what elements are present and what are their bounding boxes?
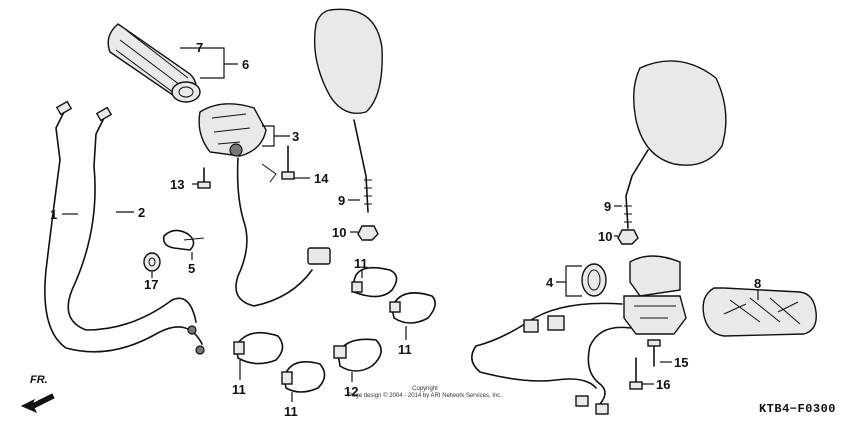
- screw-14: [281, 145, 295, 180]
- wire-clamp-e: [333, 338, 382, 372]
- callout-11-c: 11: [232, 382, 246, 397]
- callout-11-a: 11: [354, 256, 368, 271]
- callout-11-b: 11: [398, 342, 412, 357]
- callout-8: 8: [754, 276, 761, 291]
- throttle-cables: [44, 100, 205, 355]
- grommet: [143, 252, 161, 272]
- callout-13: 13: [170, 177, 184, 192]
- wire-clamp-d: [281, 361, 326, 393]
- callout-16: 16: [656, 377, 670, 392]
- right-mirror: [624, 60, 727, 229]
- screw-13: [197, 167, 211, 189]
- callout-12: 12: [344, 384, 358, 399]
- cable-clamp: [162, 229, 205, 251]
- callout-14: 14: [314, 171, 329, 186]
- front-label: FR.: [30, 374, 48, 386]
- throttle-grip: [107, 23, 201, 103]
- front-arrow-icon: [20, 393, 55, 413]
- wire-clamp-a: [351, 266, 398, 298]
- wire-clamp-c: [233, 331, 284, 365]
- left-mirror-nut: [357, 225, 379, 241]
- right-mirror-nut: [617, 229, 639, 245]
- callout-17: 17: [144, 277, 158, 292]
- callout-11-d: 11: [284, 404, 298, 419]
- callout-7: 7: [196, 40, 203, 55]
- callout-6: 6: [242, 57, 249, 72]
- screw-15: [647, 339, 661, 367]
- copyright-notice: Copyright Page design © 2004 - 2014 by A…: [330, 386, 520, 400]
- callout-9-right: 9: [604, 199, 611, 214]
- wire-clamp-b: [389, 292, 436, 324]
- right-switch-housing: [471, 255, 687, 415]
- screw-16: [629, 357, 643, 390]
- copyright-line-1: Copyright: [412, 386, 438, 392]
- callout-5: 5: [188, 261, 195, 276]
- callout-4: 4: [546, 275, 554, 290]
- copyright-line-2: Page design © 2004 - 2014 by ARI Network…: [348, 393, 502, 399]
- callout-9-left: 9: [338, 193, 345, 208]
- left-mirror: [313, 8, 383, 213]
- left-switch-housing: [198, 103, 331, 307]
- right-grip: [702, 287, 817, 337]
- diagram-code: KTB4−F0300: [758, 402, 836, 416]
- callout-1: 1: [50, 207, 57, 222]
- callout-2: 2: [138, 205, 145, 220]
- callout-15: 15: [674, 355, 688, 370]
- callout-10-right: 10: [598, 229, 612, 244]
- callout-10-left: 10: [332, 225, 346, 240]
- callout-3: 3: [292, 129, 299, 144]
